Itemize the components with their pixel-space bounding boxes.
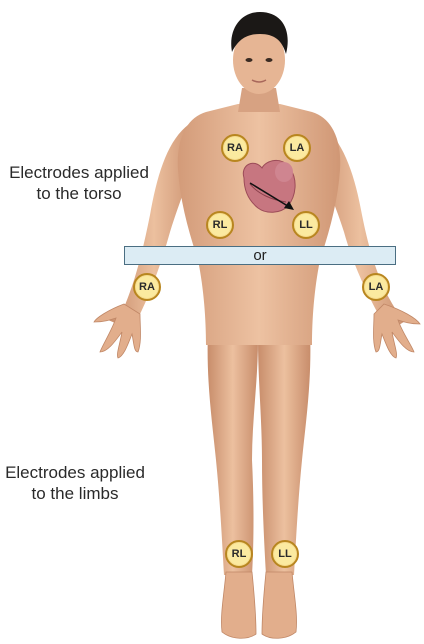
left-eye [266,58,273,62]
caption-limbs: Electrodes applied to the limbs [0,462,150,504]
electrode-limb-ll: LL [271,540,299,568]
right-leg [208,330,258,575]
right-hand [94,304,141,358]
left-foot [262,572,297,638]
electrode-torso-ll: LL [292,211,320,239]
electrode-limb-ra: RA [133,273,161,301]
or-divider: or [124,246,396,265]
right-foot [221,572,256,638]
right-eye [246,58,253,62]
electrode-limb-la: LA [362,273,390,301]
left-leg [258,330,310,575]
electrode-torso-la: LA [283,134,311,162]
left-hand [374,304,421,358]
caption-torso: Electrodes applied to the torso [4,162,154,204]
electrode-torso-ra: RA [221,134,249,162]
electrode-limb-rl: RL [225,540,253,568]
electrode-torso-rl: RL [206,211,234,239]
